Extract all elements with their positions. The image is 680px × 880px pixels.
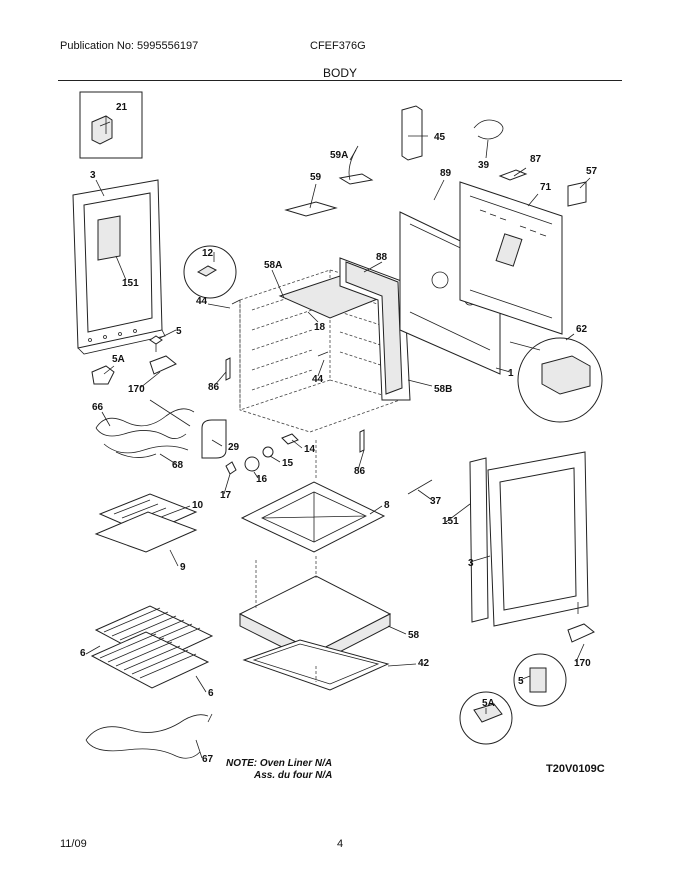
left-door-panel [72, 179, 166, 355]
label-5A-left: 5A [112, 354, 125, 365]
right-hinge-parts [459, 602, 595, 745]
label-87: 87 [530, 154, 542, 165]
broil-element-66 [95, 399, 195, 439]
label-5A-right: 5A [482, 698, 495, 709]
label-58: 58 [408, 630, 420, 641]
label-58B: 58B [434, 384, 452, 395]
small-parts [225, 299, 433, 495]
label-15: 15 [282, 458, 294, 469]
publication-number: Publication No: 5995556197 [60, 40, 199, 52]
label-29: 29 [228, 442, 240, 453]
label-58A: 58A [264, 260, 282, 271]
label-10: 10 [192, 500, 204, 511]
leader-lines [85, 135, 591, 759]
part-62-inset [509, 337, 603, 423]
label-8: 8 [384, 500, 390, 511]
label-68: 68 [172, 460, 184, 471]
label-37: 37 [430, 496, 442, 507]
label-6-a: 6 [80, 648, 86, 659]
label-1: 1 [508, 368, 514, 379]
header-rule [58, 80, 622, 81]
top-rear-parts [401, 105, 587, 207]
note-line-1: NOTE: Oven Liner N/A [226, 758, 332, 769]
label-86-left: 86 [208, 382, 220, 393]
label-44-b: 44 [312, 374, 324, 385]
label-59A: 59A [330, 150, 348, 161]
section-title: BODY [322, 66, 357, 80]
bottom-panel-42 [242, 639, 390, 691]
label-88: 88 [376, 252, 388, 263]
oven-racks-6 [90, 605, 214, 689]
label-62: 62 [576, 324, 588, 335]
part-12-inset [183, 245, 237, 299]
right-door-panel [469, 451, 589, 627]
label-18: 18 [314, 322, 326, 333]
label-14: 14 [304, 444, 316, 455]
label-151-left: 151 [122, 278, 139, 289]
label-9: 9 [180, 562, 186, 573]
part-number-labels: 21 45 39 59A 87 89 57 71 3 59 151 12 58A… [80, 102, 598, 765]
bake-element-68 [103, 443, 189, 458]
label-66: 66 [92, 402, 104, 413]
label-86-right: 86 [354, 466, 366, 477]
note-line-2: Ass. du four N/A [253, 770, 332, 781]
label-39: 39 [478, 160, 490, 171]
label-71: 71 [540, 182, 552, 193]
label-12: 12 [202, 248, 214, 259]
bake-element-67 [85, 713, 213, 759]
label-3-right: 3 [468, 558, 474, 569]
page-number: 4 [337, 838, 344, 850]
bake-tray-10-9 [94, 493, 198, 553]
label-16: 16 [256, 474, 268, 485]
label-21: 21 [116, 102, 128, 113]
label-6-b: 6 [208, 688, 214, 699]
label-5-left: 5 [176, 326, 182, 337]
label-44-a: 44 [196, 296, 208, 307]
label-42: 42 [418, 658, 430, 669]
label-59: 59 [310, 172, 322, 183]
footer-date: 11/09 [60, 838, 87, 850]
label-17: 17 [220, 490, 232, 501]
diagram-code: T20V0109C [546, 763, 605, 775]
light-socket-parts [225, 433, 299, 475]
label-57: 57 [586, 166, 598, 177]
model-number: CFEF376G [310, 40, 366, 52]
part-21-inset [79, 91, 143, 159]
label-89: 89 [440, 168, 452, 179]
label-67: 67 [202, 754, 214, 765]
duct-59 [284, 145, 374, 217]
label-151-right: 151 [442, 516, 459, 527]
oven-bottom-8 [240, 481, 386, 553]
label-170-right: 170 [574, 658, 591, 669]
label-170-left: 170 [128, 384, 145, 395]
rear-panel-71 [459, 181, 563, 335]
label-5-right: 5 [518, 676, 524, 687]
label-3-left: 3 [90, 170, 96, 181]
part-29 [201, 419, 227, 459]
label-45: 45 [434, 132, 446, 143]
guide-lines [255, 440, 317, 682]
